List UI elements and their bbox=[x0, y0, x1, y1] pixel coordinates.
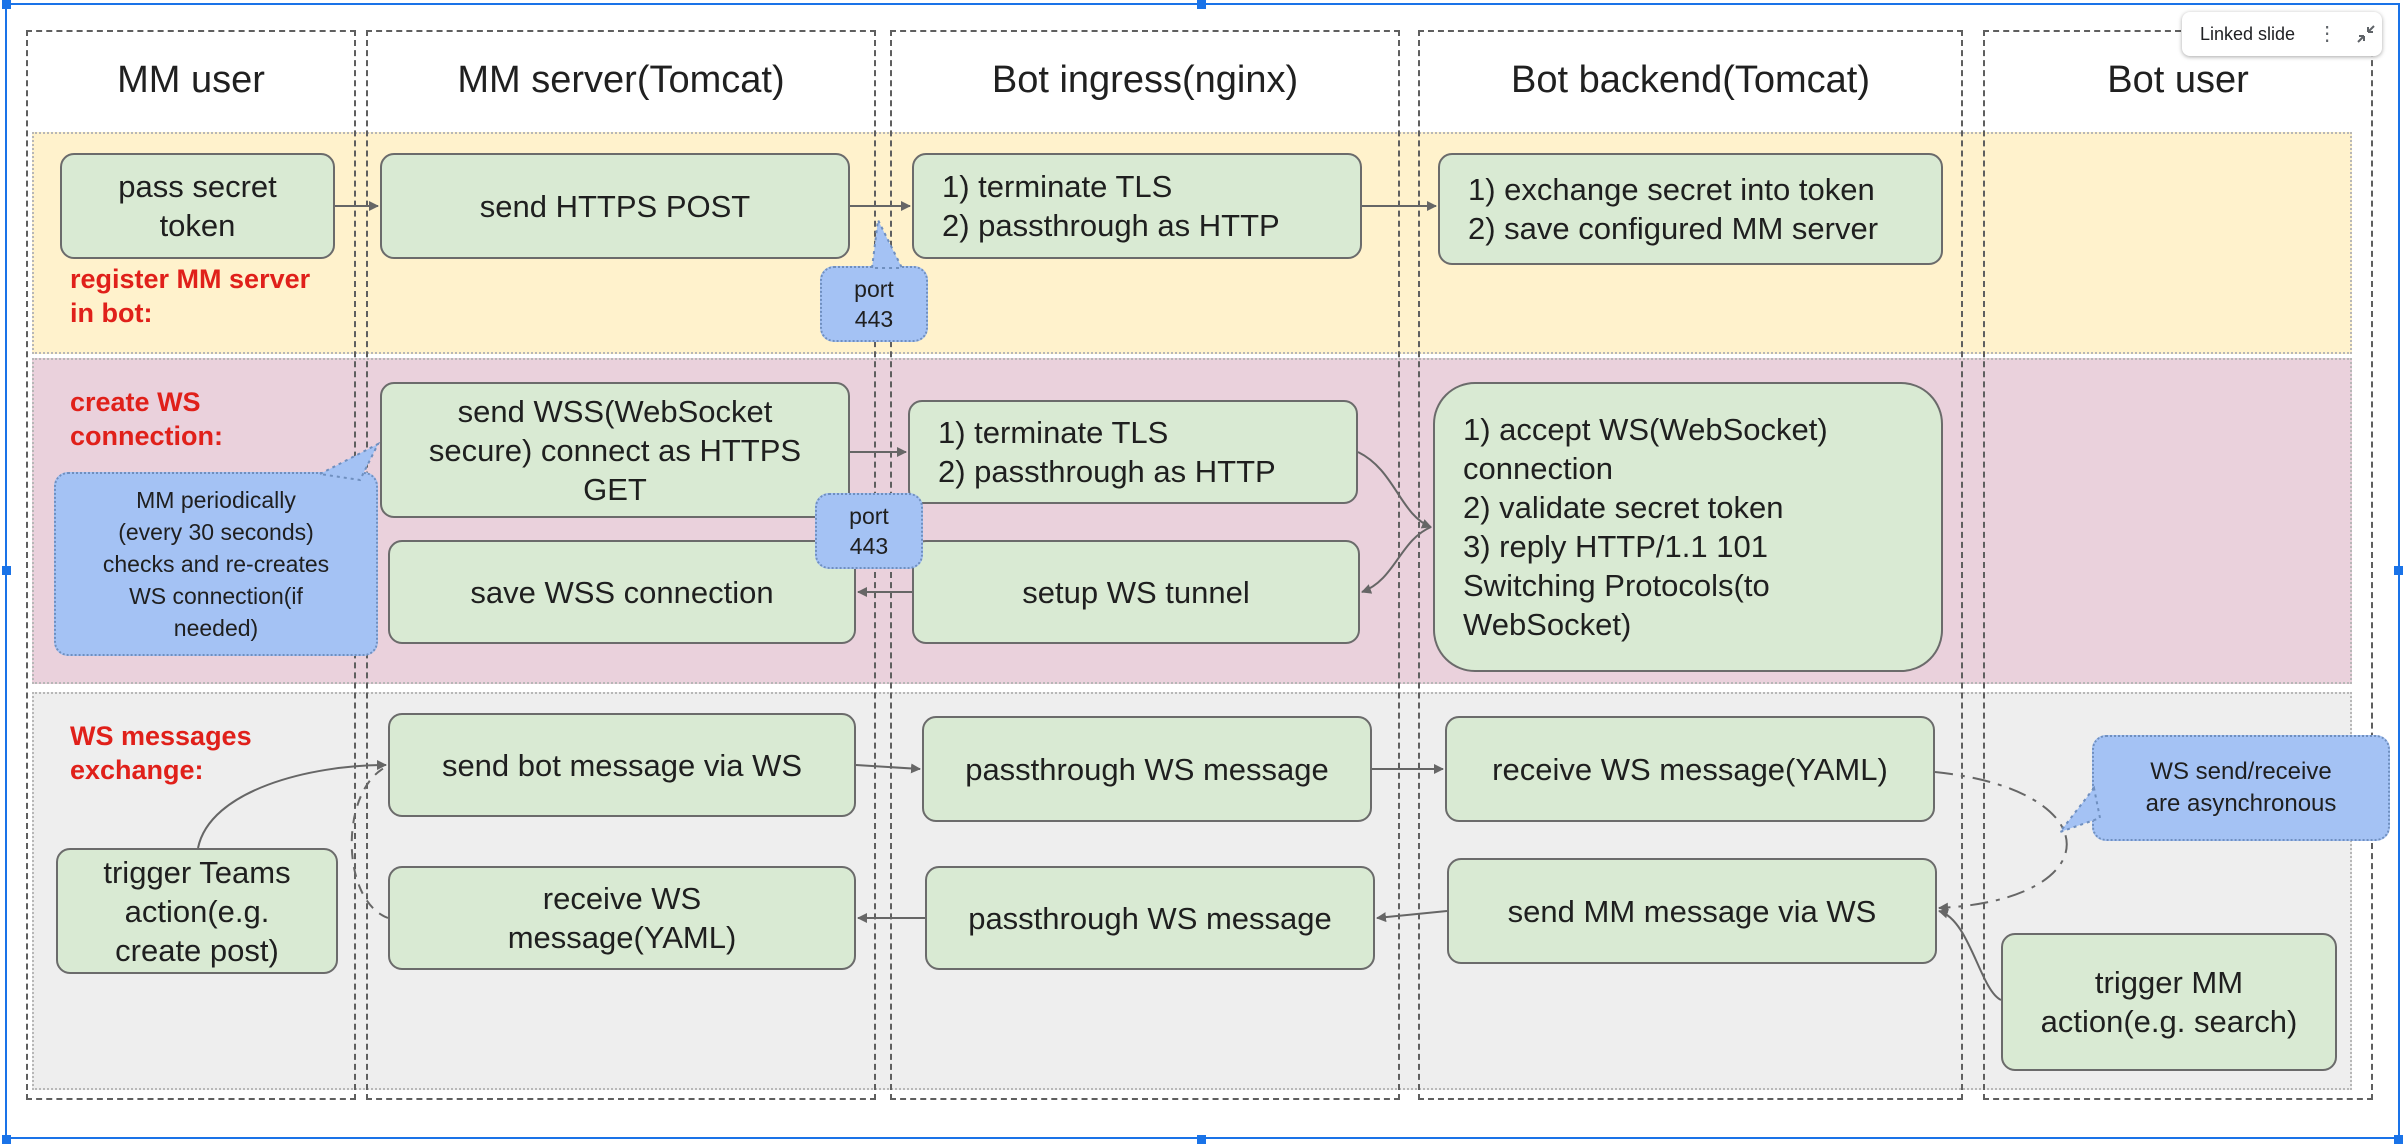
node-send-wss-connect: send WSS(WebSocket secure) connect as HT… bbox=[380, 382, 850, 518]
node-receive-ws-yaml-mm: receive WS message(YAML) bbox=[388, 866, 856, 970]
lane-title-bot-user: Bot user bbox=[2107, 59, 2249, 101]
lane-title-bot-backend: Bot backend(Tomcat) bbox=[1510, 59, 1871, 101]
selection-handle-bottom bbox=[1197, 1135, 1206, 1144]
phase-label-exchange: WS messages exchange: bbox=[70, 721, 252, 785]
lane-title-mm-server: MM server(Tomcat) bbox=[457, 59, 785, 101]
node-passthrough-ws-forward: passthrough WS message bbox=[922, 716, 1372, 822]
phase-label-connect: create WS connection: bbox=[70, 387, 223, 451]
node-receive-ws-yaml-bot: receive WS message(YAML) bbox=[1445, 716, 1935, 822]
lane-title-bot-ingress: Bot ingress(nginx) bbox=[991, 59, 1299, 101]
node-save-wss-connection: save WSS connection bbox=[388, 540, 856, 644]
lane-title-mm-user: MM user bbox=[117, 59, 265, 101]
linked-slide-chip[interactable]: Linked slide ⋮ bbox=[2182, 12, 2382, 56]
node-accept-ws: 1) accept WS(WebSocket) connection 2) va… bbox=[1433, 382, 1943, 672]
node-exchange-secret: 1) exchange secret into token 2) save co… bbox=[1438, 153, 1943, 265]
callout-port-443-register: port 443 bbox=[820, 266, 928, 342]
collapse-arrows-icon[interactable] bbox=[2355, 23, 2377, 45]
node-send-mm-message: send MM message via WS bbox=[1447, 858, 1937, 964]
callout-async-note: WS send/receive are asynchronous bbox=[2092, 735, 2390, 841]
selection-handle-left bbox=[2, 566, 11, 575]
node-pass-secret-token: pass secret token bbox=[60, 153, 335, 259]
node-setup-ws-tunnel: setup WS tunnel bbox=[912, 540, 1360, 644]
node-terminate-tls-connect: 1) terminate TLS 2) passthrough as HTTP bbox=[908, 400, 1358, 504]
node-trigger-mm-action: trigger MM action(e.g. search) bbox=[2001, 933, 2337, 1071]
phase-label-register: register MM server in bot: bbox=[70, 264, 311, 328]
node-terminate-tls-register: 1) terminate TLS 2) passthrough as HTTP bbox=[912, 153, 1362, 259]
linked-slide-label: Linked slide bbox=[2200, 23, 2296, 44]
callout-port-443-connect: port 443 bbox=[815, 493, 923, 569]
selection-handle-right bbox=[2394, 566, 2403, 575]
node-send-https-post: send HTTPS POST bbox=[380, 153, 850, 259]
node-passthrough-ws-back: passthrough WS message bbox=[925, 866, 1375, 970]
callout-mm-periodic-reconnect: MM periodically (every 30 seconds) check… bbox=[54, 472, 378, 656]
selection-handle-bottom-right bbox=[2394, 1135, 2403, 1144]
selection-handle-top bbox=[1197, 0, 1206, 9]
vertical-dots-icon[interactable]: ⋮ bbox=[2317, 23, 2338, 45]
node-trigger-teams-action: trigger Teams action(e.g. create post) bbox=[56, 848, 338, 974]
selection-handle-top-left bbox=[2, 0, 11, 9]
selection-handle-bottom-left bbox=[2, 1135, 11, 1144]
node-send-bot-message: send bot message via WS bbox=[388, 713, 856, 817]
